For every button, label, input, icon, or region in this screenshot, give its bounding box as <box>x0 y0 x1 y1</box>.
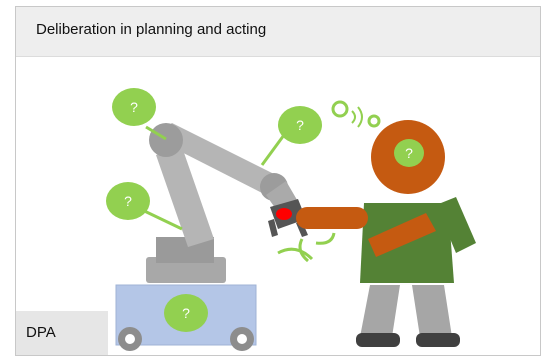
slide-frame: Deliberation in planning and acting <box>15 6 541 356</box>
footer-label: DPA <box>26 324 56 341</box>
bubble-middle-left-text: ? <box>124 193 132 209</box>
gear-icon <box>331 100 381 128</box>
bubble-top-right: ? <box>278 106 322 144</box>
bubble-top-right-text: ? <box>296 117 304 133</box>
slide-title: Deliberation in planning and acting <box>36 21 267 38</box>
slide-header: Deliberation in planning and acting <box>16 7 540 57</box>
bubble-cart: ? <box>164 294 208 332</box>
robot-arm <box>146 123 308 283</box>
interaction-arrows <box>277 232 336 263</box>
bubble-top-left-text: ? <box>130 99 138 115</box>
bubble-human-head: ? <box>394 139 424 167</box>
illustration: ? ? ? ? ? <box>106 88 476 351</box>
bubble-cart-text: ? <box>182 305 190 321</box>
footer-box: DPA <box>16 311 108 355</box>
bubble-middle-left: ? <box>106 182 150 220</box>
bubble-human-head-text: ? <box>405 145 413 161</box>
bubble-top-left: ? <box>112 88 156 126</box>
human-figure <box>296 120 476 347</box>
